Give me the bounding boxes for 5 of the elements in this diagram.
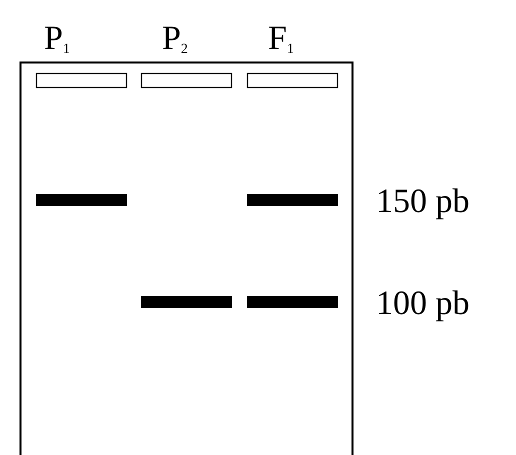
size-label: 150 pb — [376, 185, 470, 219]
lane-label: P$_{2}$ — [162, 22, 188, 57]
size-label: 100 pb — [376, 287, 470, 321]
lane-label: F$_{1}$ — [268, 22, 294, 57]
lane-label: P$_{1}$ — [44, 22, 70, 57]
